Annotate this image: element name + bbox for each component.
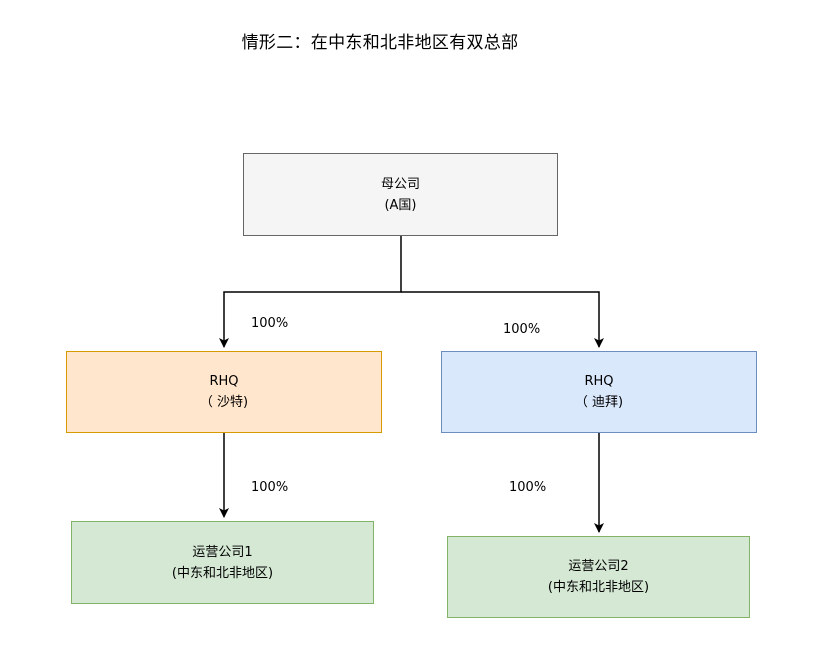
- node-operating-company-2[interactable]: 运营公司2 (中东和北非地区): [447, 536, 750, 618]
- connector-parent-to-rhq-saudi: [219, 236, 402, 348]
- node-operating-company-1[interactable]: 运营公司1 (中东和北非地区): [71, 521, 374, 604]
- node-rhq-dubai[interactable]: RHQ （ 迪拜): [441, 351, 757, 433]
- node-rhq-saudi-location: （ 沙特): [199, 395, 249, 410]
- edge-label-parent-saudi: 100%: [251, 316, 289, 331]
- edge-label-dubai-op2: 100%: [509, 480, 547, 495]
- node-op1-name: 运营公司1: [192, 544, 253, 560]
- node-parent-country: (A国): [384, 197, 417, 213]
- node-parent-company[interactable]: 母公司 (A国): [243, 153, 558, 236]
- node-rhq-dubai-name: RHQ: [584, 374, 614, 389]
- node-rhq-dubai-location: （ 迪拜): [574, 395, 624, 410]
- node-rhq-saudi[interactable]: RHQ （ 沙特): [66, 351, 382, 433]
- edge-label-saudi-op1: 100%: [251, 480, 289, 495]
- node-op2-region: (中东和北非地区): [547, 580, 650, 595]
- edge-label-parent-dubai: 100%: [503, 322, 541, 337]
- diagram-title: 情形二：在中东和北非地区有双总部: [241, 33, 519, 53]
- node-rhq-saudi-name: RHQ: [209, 374, 239, 389]
- node-parent-name: 母公司: [380, 176, 420, 192]
- node-op2-name: 运营公司2: [568, 559, 629, 574]
- node-op1-region: (中东和北非地区): [171, 565, 274, 581]
- connector-parent-to-rhq-dubai: [401, 291, 604, 348]
